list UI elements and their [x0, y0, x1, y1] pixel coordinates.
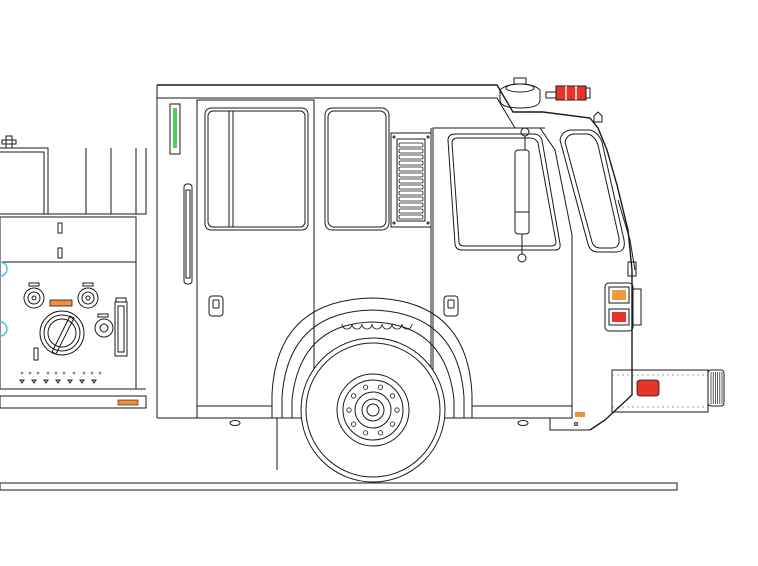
pump-panel	[0, 135, 147, 409]
pump-gauge-small	[94, 313, 114, 338]
cab	[156, 84, 725, 431]
pump-gauge-cyan	[0, 261, 8, 277]
side-window	[324, 107, 390, 231]
ground-line	[0, 482, 678, 491]
engine-louver	[390, 132, 432, 228]
siren-speaker	[499, 77, 541, 109]
grab-handle[interactable]	[183, 183, 193, 285]
pressure-gauge-right	[77, 282, 99, 309]
marker-light	[117, 399, 139, 406]
pump-panel-label	[49, 299, 73, 307]
windshield	[559, 129, 625, 253]
valve-handles	[19, 371, 102, 384]
red-warning-light	[612, 312, 626, 322]
rear-door	[196, 99, 315, 426]
side-mirror[interactable]	[514, 127, 530, 263]
pump-intake	[39, 310, 85, 356]
bumper-hose-reel	[707, 369, 725, 407]
pump-lever	[114, 297, 128, 357]
pump-top-fitting	[1, 135, 17, 149]
headlights	[604, 282, 642, 332]
front-door	[432, 127, 573, 426]
rear-door-handle[interactable]	[208, 295, 224, 317]
wheel-well	[271, 297, 473, 470]
front-bumper	[611, 369, 725, 413]
light-bar	[545, 85, 591, 101]
amber-turn-light	[612, 290, 626, 300]
front-door-handle[interactable]	[443, 295, 459, 317]
front-wheel	[300, 337, 446, 483]
pressure-gauge-left	[23, 282, 45, 309]
pump-gauge-cyan	[0, 321, 8, 337]
bumper-warning-light	[636, 379, 660, 397]
